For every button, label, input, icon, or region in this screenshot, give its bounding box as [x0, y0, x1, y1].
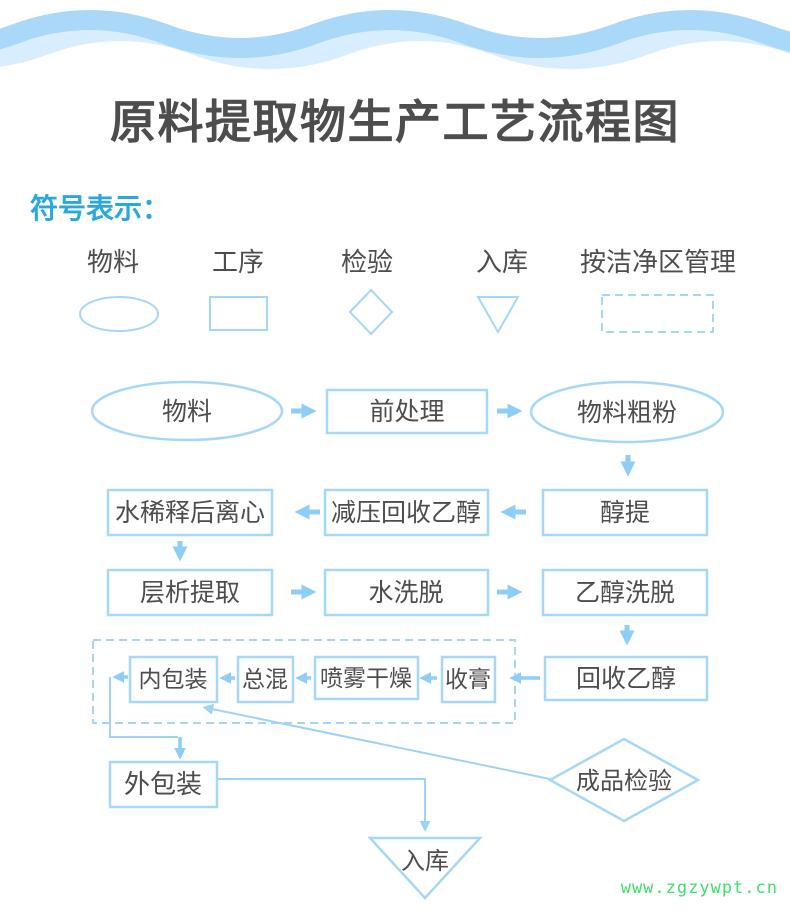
connector-lines [109, 677, 551, 832]
node-pretreatment-label: 前处理 [369, 398, 444, 426]
legend: 符号表示： 物料 工序 检验 入库 按洁净区管理 [30, 192, 736, 336]
clean-area-zone [92, 639, 516, 724]
legend-diamond-icon [348, 288, 394, 336]
node-water-elution-shape [323, 568, 490, 617]
node-ethanol-recovery-shape [543, 655, 709, 702]
legend-rectangle-icon [209, 296, 268, 331]
page-title: 原料提取物生产工艺流程图 [110, 96, 680, 148]
node-warehousing-label: 入库 [401, 848, 449, 875]
flowchart-nodes: 物料 前处理 物料粗粉 水稀释后离心 减压回收乙醇 醇提 层析提取 水洗脱 乙醇… [90, 380, 725, 900]
node-ethanol-elution-label: 乙醇洗脱 [575, 579, 675, 607]
legend-label-material: 物料 [87, 247, 139, 277]
node-coarse-powder-label: 物料粗粉 [577, 399, 677, 427]
node-alcohol-extraction-label: 醇提 [600, 499, 650, 527]
node-paste-collection-label: 收膏 [445, 666, 491, 692]
node-water-dilution-shape [106, 488, 274, 537]
node-water-dilution-label: 水稀释后离心 [115, 499, 265, 527]
connector-outer-packaging-to-warehousing [217, 778, 431, 832]
legend-label-warehousing: 入库 [476, 247, 528, 277]
node-material-label: 物料 [162, 398, 212, 426]
node-spray-drying-shape [313, 655, 420, 701]
node-total-mixing-label: 总混 [242, 666, 288, 692]
connector-inspection-to-inner-packaging [202, 703, 551, 780]
watermark-url: www.zgzywpt.cn [621, 878, 778, 898]
legend-triangle-down-icon [476, 296, 520, 335]
wave-main [0, 10, 790, 58]
node-product-inspection-shape [547, 737, 701, 823]
legend-dashed-rectangle-icon [601, 294, 714, 333]
node-product-inspection-label: 成品检验 [576, 768, 672, 795]
node-spray-drying-label: 喷雾干燥 [320, 665, 412, 691]
node-paste-collection-shape [440, 655, 497, 704]
node-vacuum-recovery-label: 减压回收乙醇 [331, 499, 481, 527]
node-chromatography-label: 层析提取 [140, 579, 240, 607]
node-coarse-powder-shape [529, 380, 725, 444]
node-outer-packaging-label: 外包装 [124, 769, 202, 799]
node-ethanol-recovery-label: 回收乙醇 [576, 665, 676, 693]
node-alcohol-extraction-shape [541, 488, 709, 537]
legend-title: 符号表示： [30, 192, 170, 224]
node-inner-packaging-label: 内包装 [139, 666, 208, 692]
legend-ellipse-icon [79, 296, 159, 332]
legend-label-clean-area: 按洁净区管理 [580, 247, 736, 277]
node-pretreatment-shape [325, 388, 489, 435]
node-ethanol-elution-shape [541, 568, 709, 617]
node-warehousing-shape [367, 836, 483, 900]
node-total-mixing-shape [236, 655, 295, 704]
wave-light [0, 21, 790, 69]
node-outer-packaging-shape [108, 760, 219, 809]
node-water-elution-label: 水洗脱 [368, 579, 443, 607]
node-vacuum-recovery-shape [323, 488, 490, 537]
flow-arrows [112, 403, 636, 760]
legend-label-inspection: 检验 [341, 247, 393, 277]
node-material-shape [90, 380, 284, 442]
connector-inner-to-outer-packaging [109, 677, 178, 738]
node-chromatography-shape [106, 568, 274, 617]
header-wave [0, 10, 790, 69]
legend-label-process: 工序 [212, 247, 264, 277]
node-inner-packaging-shape [128, 655, 219, 704]
